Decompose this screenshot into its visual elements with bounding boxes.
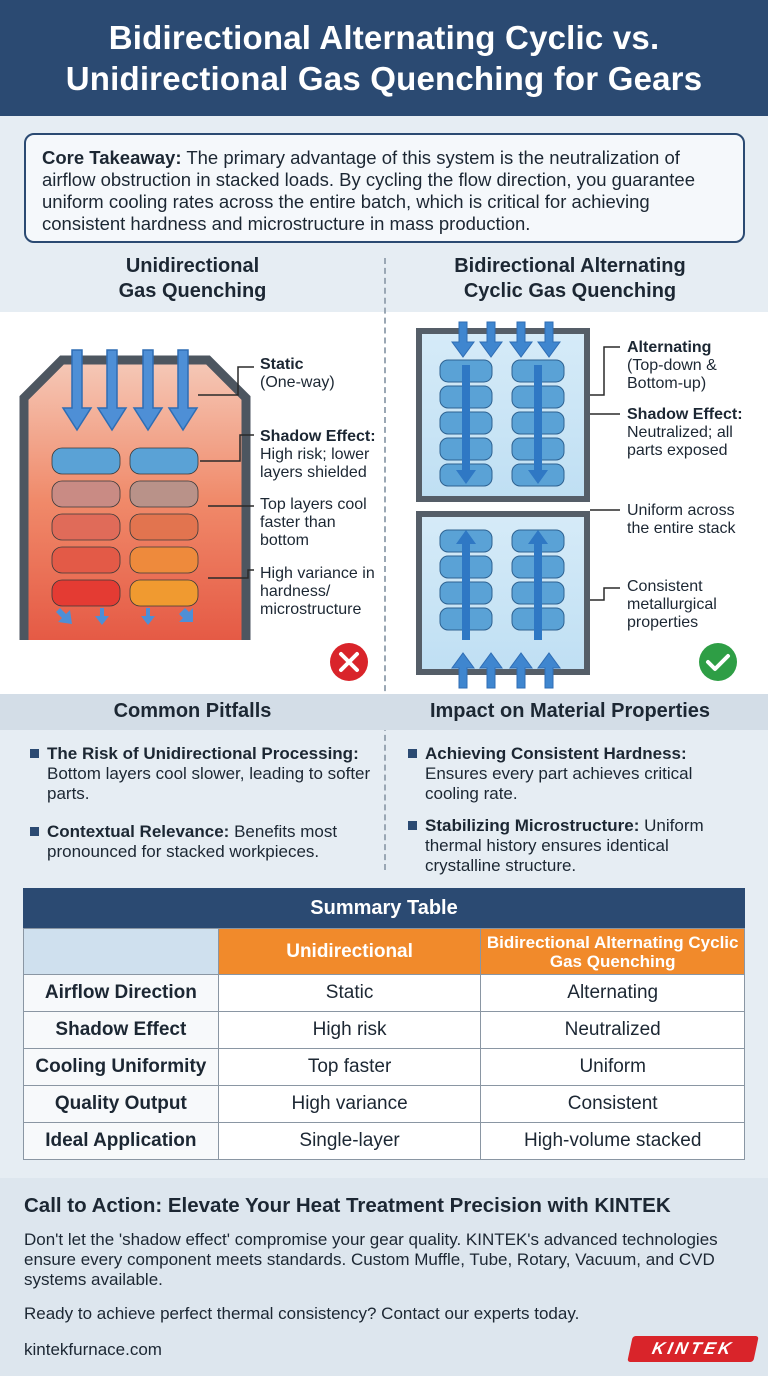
right-leader-lines [590,346,620,601]
impact-label: Achieving Consistent Hardness: [425,744,687,763]
website-link[interactable]: kintekfurnace.com [24,1340,162,1359]
pitfall-text: Benefits most pronounced for stacked wor… [47,822,338,861]
column-divider [384,258,386,870]
table-cell: Neutralized [480,1011,745,1049]
table-row-label: Ideal Application [23,1122,219,1160]
summary-table-grid: Unidirectional Bidirectional Alternating… [23,928,745,1160]
table-cell: High risk [217,1011,482,1049]
cool-faster-text: Top layers cool faster than bottom [260,496,367,549]
bottom-inner-arrows [456,530,548,640]
consistent-annotation: Consistent metallurgical properties [627,578,737,632]
cta-ready: Ready to achieve perfect thermal consist… [24,1304,580,1323]
uniform-text: Uniform across the entire stack [627,502,736,537]
table-row-label: Quality Output [23,1085,219,1123]
core-takeaway-box: Core Takeaway: The primary advantage of … [24,133,745,243]
table-cell: Uniform [480,1048,745,1086]
kintek-logo: KINTEK [627,1336,759,1362]
table-header-unidirectional: Unidirectional [217,928,482,975]
impact-title: Impact on Material Properties [429,700,711,722]
check-icon [699,643,737,681]
table-cell: Alternating [480,974,745,1012]
top-inner-arrows [456,365,548,484]
consistent-text: Consistent metallurgical properties [627,578,717,631]
static-annotation: Static (One-way) [260,356,380,392]
cool-faster-annotation: Top layers cool faster than bottom [260,496,370,550]
right-shadow-label: Shadow Effect: [627,406,743,423]
cta-title: Call to Action: Elevate Your Heat Treatm… [24,1194,671,1217]
table-row-label: Shadow Effect [23,1011,219,1049]
table-header-row: Unidirectional Bidirectional Alternating… [23,928,745,975]
cross-icon [330,643,368,681]
table-cell: High-volume stacked [480,1122,745,1160]
left-title-line-2: Gas Quenching [118,280,267,302]
cta-body: Don't let the 'shadow effect' compromise… [24,1230,718,1289]
static-label: Static [260,356,304,373]
page-header: Bidirectional Alternating Cyclic vs. Uni… [0,0,768,116]
right-shadow-annotation: Shadow Effect: Neutralized; all parts ex… [627,406,752,460]
table-cell: Static [217,974,482,1012]
left-shadow-annotation: Shadow Effect: High risk; lower layers s… [260,428,382,482]
page-title: Bidirectional Alternating Cyclic vs. Uni… [0,0,768,99]
pitfall-label: Contextual Relevance: [47,822,230,841]
unidirectional-gear-stack [51,447,199,607]
table-cell: Consistent [480,1085,745,1123]
right-shadow-text: Neutralized; all parts exposed [627,424,733,459]
table-row: Quality Output High variance Consistent [23,1085,745,1123]
left-leader-lines [198,366,254,579]
pitfall-item: The Risk of Unidirectional Processing: B… [30,744,375,804]
table-row: Ideal Application Single-layer High-volu… [23,1122,745,1160]
uniform-annotation: Uniform across the entire stack [627,502,752,538]
summary-table-title: Summary Table [23,888,745,928]
subsection-band [0,694,768,730]
table-cell: Top faster [217,1048,482,1086]
alternating-label: Alternating [627,339,712,356]
exit-arrows [56,608,193,625]
pitfall-item: Contextual Relevance: Benefits most pron… [30,822,375,862]
title-line-1: Bidirectional Alternating Cyclic vs. [108,19,660,56]
impact-item: Achieving Consistent Hardness: Ensures e… [408,744,744,804]
table-row: Cooling Uniformity Top faster Uniform [23,1048,745,1086]
takeaway-text: The primary advantage of this system is … [42,147,695,234]
alternating-text: (Top-down & Bottom-up) [627,357,717,392]
right-title-line-2: Cyclic Gas Quenching [463,280,677,302]
alternating-annotation: Alternating (Top-down & Bottom-up) [627,339,747,393]
static-text: (One-way) [260,374,335,391]
summary-table: Summary Table Unidirectional Bidirection… [23,888,745,1160]
bidirectional-column-title: Bidirectional Alternating Cyclic Gas Que… [400,254,740,310]
left-title-line-1: Unidirectional [125,255,260,277]
title-line-2: Unidirectional Gas Quenching for Gears [65,60,703,97]
table-row: Shadow Effect High risk Neutralized [23,1011,745,1049]
table-cell: High variance [217,1085,482,1123]
top-down-arrows [451,321,561,358]
left-shadow-label: Shadow Effect: [260,428,376,445]
pitfall-text: Bottom layers cool slower, leading to so… [47,764,371,803]
high-variance-text: High variance in hardness/ microstructur… [260,565,375,618]
unidirectional-column-title: Unidirectional Gas Quenching [20,254,365,310]
table-header-bidirectional: Bidirectional Alternating Cyclic Gas Que… [480,928,745,975]
impact-item: Stabilizing Microstructure: Uniform ther… [408,816,744,876]
impact-label: Stabilizing Microstructure: [425,816,640,835]
takeaway-label: Core Takeaway: [42,147,182,168]
quenching-diagrams [19,321,737,689]
table-cell: Single-layer [217,1122,482,1160]
right-title-line-1: Bidirectional Alternating [454,255,686,277]
table-row: Airflow Direction Static Alternating [23,974,745,1012]
downward-airflow-arrows [61,349,199,432]
impact-text: Ensures every part achieves critical coo… [425,764,693,803]
left-shadow-text: High risk; lower layers shielded [260,446,370,481]
impact-text: Uniform thermal history ensures identica… [425,816,704,875]
table-row-label: Cooling Uniformity [23,1048,219,1086]
pitfalls-title: Common Pitfalls [113,700,272,722]
bottom-up-arrows [451,652,561,689]
table-header-blank [23,928,219,975]
high-variance-annotation: High variance in hardness/ microstructur… [260,565,380,619]
table-row-label: Airflow Direction [23,974,219,1012]
pitfall-label: The Risk of Unidirectional Processing: [47,744,359,763]
